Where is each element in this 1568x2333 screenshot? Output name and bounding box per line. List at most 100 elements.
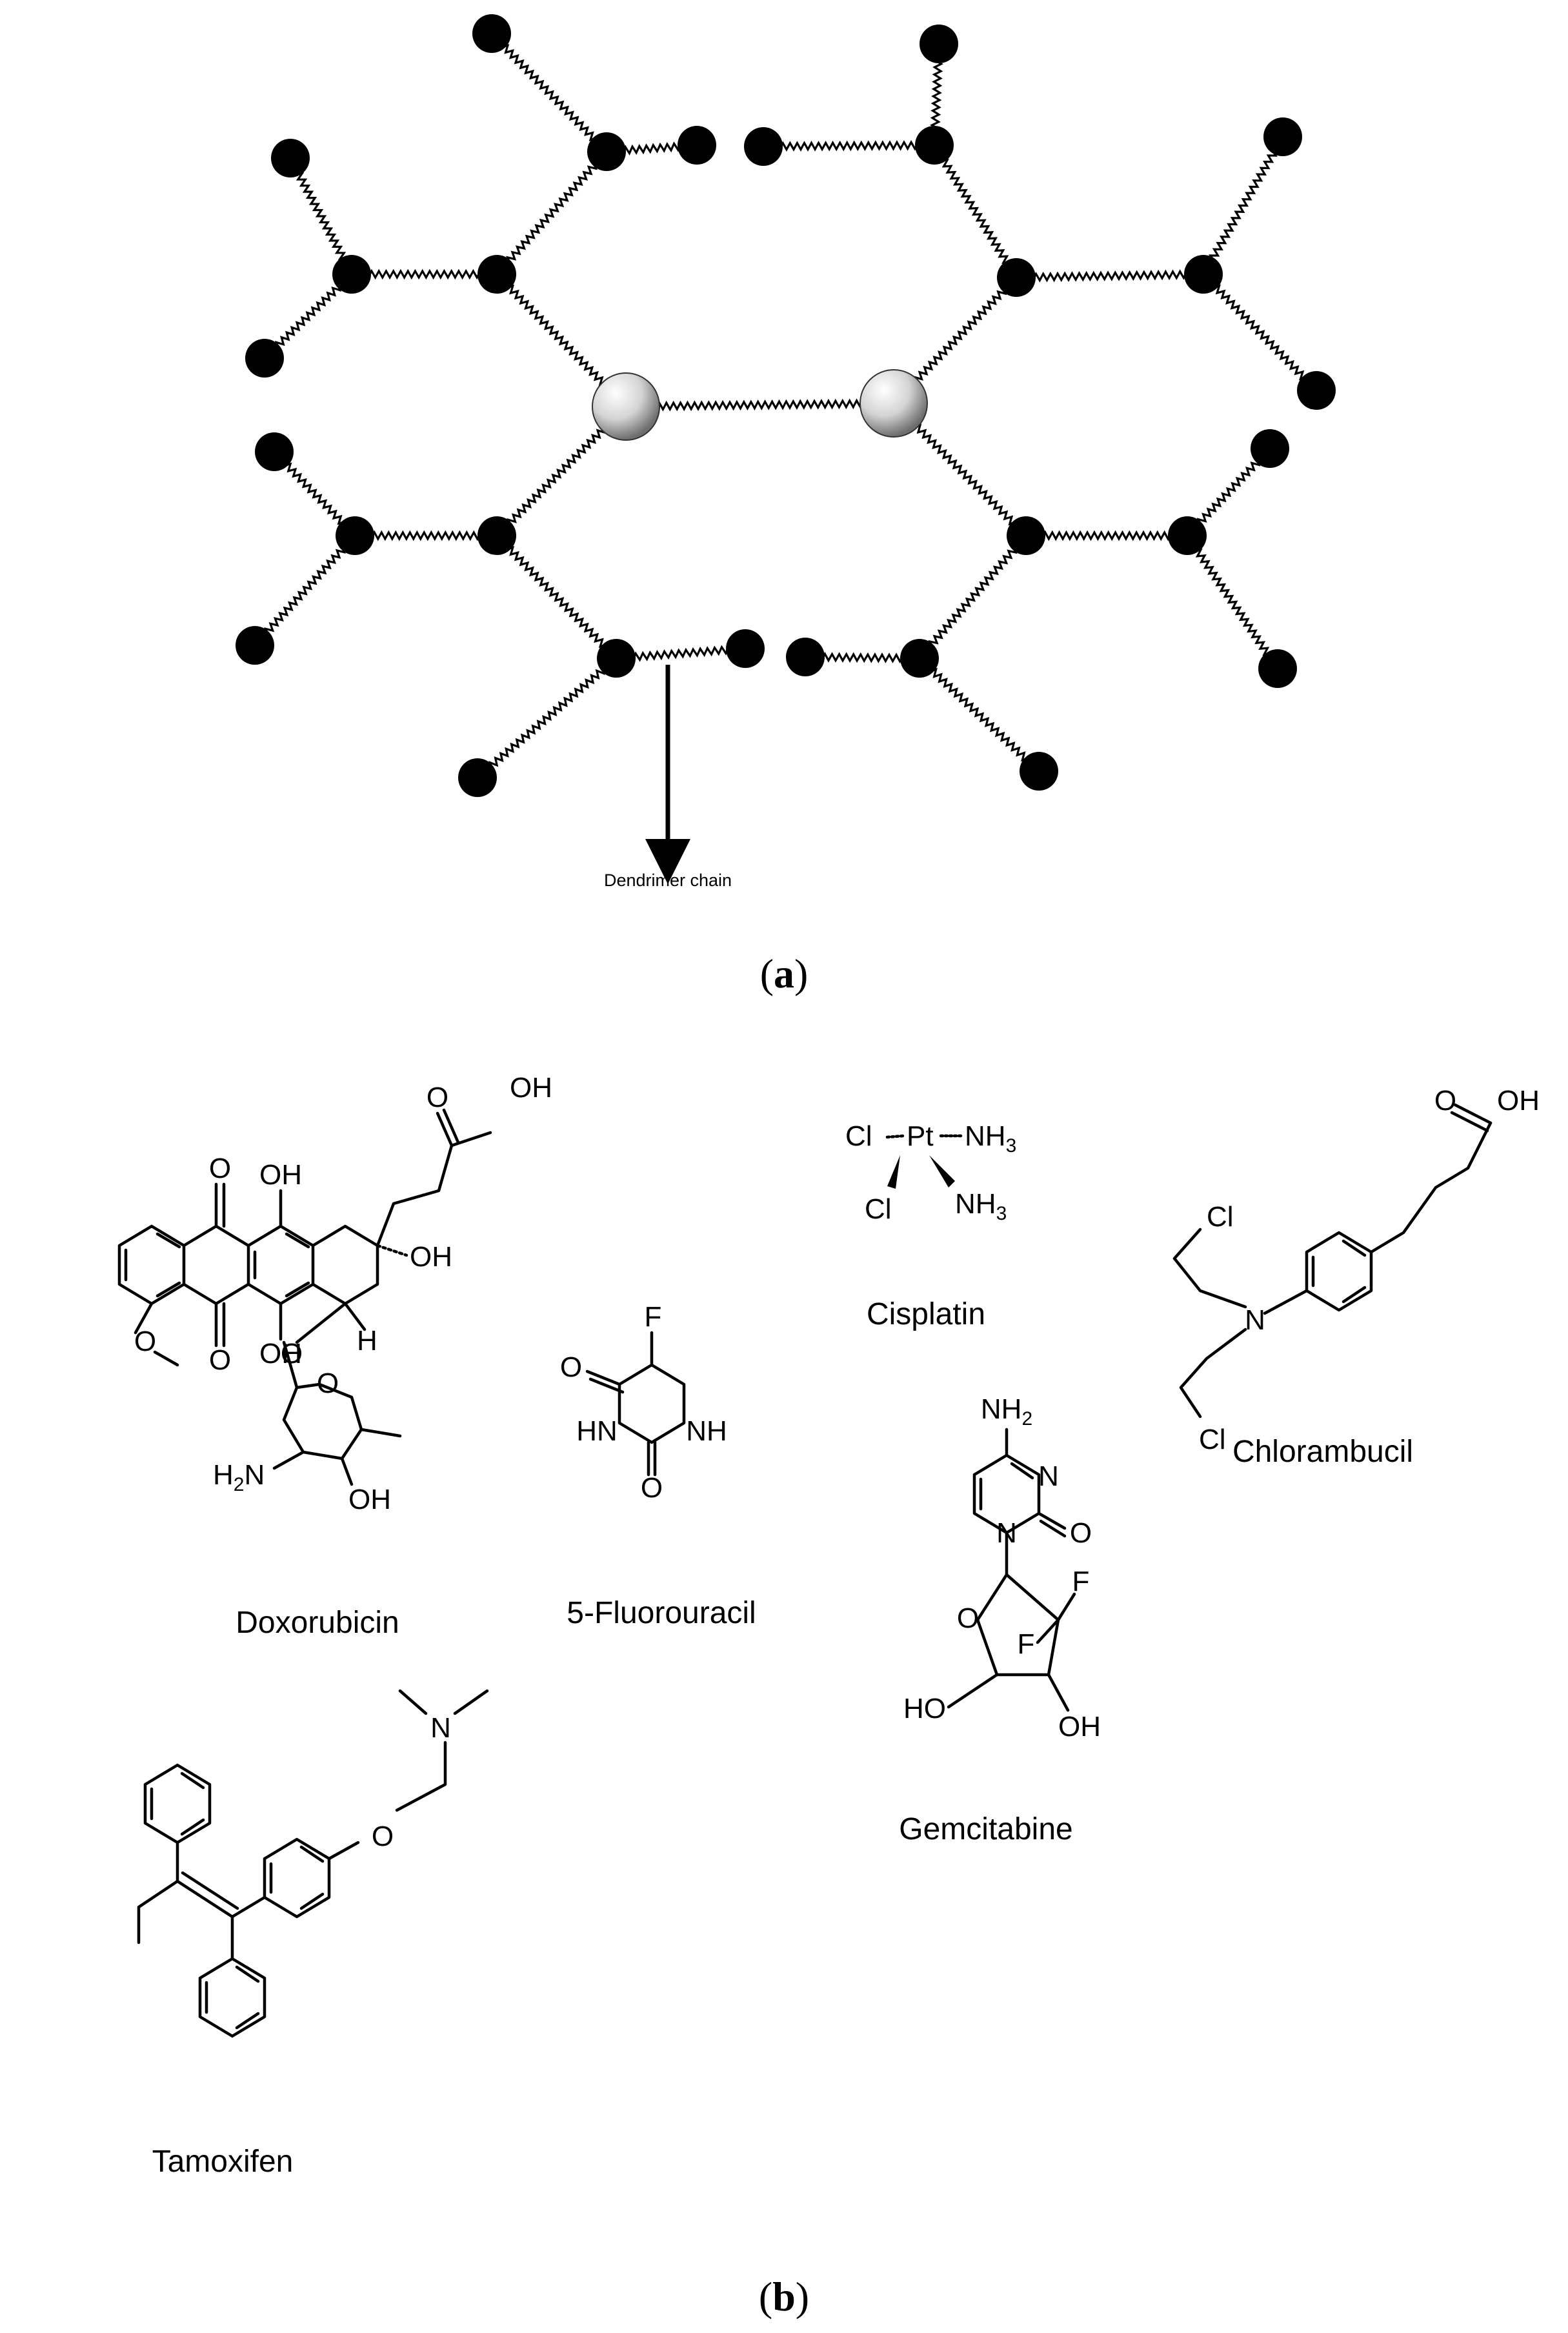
dendrimer-branch-bond — [1201, 136, 1285, 276]
dendrimer-branch-bond — [264, 271, 352, 361]
tamoxifen-phenyl-bottom — [198, 1957, 266, 2038]
dendrimer-branch-bond — [1015, 268, 1205, 283]
doxorubicin-atom-o: O — [281, 1338, 303, 1369]
doxorubicin-label: Doxorubicin — [236, 1606, 399, 1640]
dendrimer-diagram: Dendrimer chain (a) — [236, 14, 1336, 996]
fluorouracil-ring — [618, 1363, 686, 1444]
gemcitabine-atom-f: F — [1018, 1628, 1035, 1660]
cisplatin-atom-nh3: NH3 — [965, 1120, 1016, 1156]
dendrimer-terminal-group — [786, 638, 825, 676]
dendrimer-branch-node — [900, 639, 939, 678]
dendrimer-terminal-group — [236, 626, 274, 665]
tamoxifen-atom-o: O — [372, 1821, 394, 1852]
chlorambucil-atom-oh: OH — [1497, 1085, 1540, 1116]
cisplatin-structure: Cl Pt NH3 Cl NH3 Cisplatin — [845, 1120, 1016, 1331]
dendrimer-terminal-group — [245, 339, 284, 378]
tamoxifen-phenyl-top — [143, 1763, 212, 1844]
chlorambucil-benzene-ring — [1305, 1231, 1373, 1312]
doxorubicin-ring-a — [117, 1224, 186, 1306]
dendrimer-branch-node — [477, 255, 516, 294]
doxorubicin-structure: O OH O O OH OH OH O O H O H2N OH Doxorub… — [117, 1072, 552, 1640]
dendrimer-terminal-group — [1020, 752, 1058, 791]
dendrimer-terminal-group — [1251, 429, 1289, 468]
gemcitabine-atom-o: O — [1070, 1517, 1092, 1549]
chlorambucil-label: Chlorambucil — [1232, 1435, 1413, 1469]
doxorubicin-atom-oh: OH — [348, 1484, 391, 1515]
dendrimer-terminal-group — [744, 127, 783, 166]
dendrimer-branch-bond — [271, 451, 358, 536]
dendrimer-branch-bond — [1187, 446, 1271, 538]
cisplatin-label: Cisplatin — [867, 1297, 985, 1331]
cisplatin-atom-nh3: NH3 — [955, 1188, 1007, 1224]
dendrimer-branch-node — [997, 258, 1036, 297]
gemcitabine-atom-n: N — [1038, 1460, 1059, 1492]
fluorouracil-atom-o: O — [560, 1351, 582, 1383]
tamoxifen-label: Tamoxifen — [152, 2145, 294, 2179]
panel-a-label: (a) — [760, 951, 809, 996]
dendrimer-branch-node — [477, 516, 516, 555]
gemcitabine-sugar-ring — [976, 1573, 1060, 1677]
dendrimer-branch-bond — [625, 398, 895, 412]
doxorubicin-ring-c — [246, 1224, 315, 1306]
doxorubicin-atom-oh: OH — [259, 1159, 302, 1191]
chlorambucil-atom-n: N — [1245, 1304, 1265, 1336]
cisplatin-atom-cl: Cl — [865, 1193, 892, 1225]
chlorambucil-atom-o: O — [1434, 1085, 1456, 1116]
dendrimer-terminal-group — [1297, 371, 1336, 410]
doxorubicin-ring-d — [311, 1224, 379, 1306]
dendrimer-branch-bond — [1025, 530, 1189, 541]
dendrimer-branch-bond — [286, 157, 356, 275]
dendrimer-branch-node — [1007, 516, 1045, 555]
tamoxifen-atom-n: N — [430, 1712, 451, 1744]
doxorubicin-sugar-ring — [282, 1382, 363, 1460]
dendrimer-branch-bond — [354, 530, 498, 541]
dendrimer-terminal-group — [1258, 649, 1297, 688]
dendrimer-terminal-group — [255, 432, 294, 471]
dendrimer-branch-bond — [350, 268, 498, 280]
fluorouracil-label: 5-Fluorouracil — [567, 1596, 756, 1630]
doxorubicin-atom-oh: OH — [410, 1241, 452, 1273]
dendrimer-branch-bond — [496, 149, 607, 277]
dendrimer-terminal-group — [472, 14, 511, 53]
dendrimer-terminal-group — [271, 139, 310, 177]
chlorambucil-structure: O OH Cl N Cl Chlorambucil — [1172, 1085, 1540, 1469]
dendrimer-branch-bond — [762, 139, 936, 152]
dendrimer-branch-bond — [254, 533, 356, 648]
doxorubicin-atom-o: O — [209, 1153, 231, 1184]
dendrimer-terminal-group — [1263, 117, 1302, 156]
dendrimer-chain-label: Dendrimer chain — [604, 871, 732, 890]
cisplatin-atom-pt: Pt — [907, 1120, 934, 1152]
gemcitabine-atom-nh2: NH2 — [981, 1393, 1032, 1429]
doxorubicin-atom-h2n: H2N — [213, 1459, 265, 1495]
gemcitabine-atom-o: O — [957, 1602, 979, 1634]
dendrimer-branch-node — [332, 255, 371, 294]
dendrimer-terminal-group — [458, 758, 497, 797]
gemcitabine-structure: NH2 N N O O F F HO OH Gemcitabine — [899, 1393, 1101, 1846]
drug-structures: O OH O O OH OH OH O O H O H2N OH Doxorub… — [117, 1072, 1540, 2319]
chlorambucil-atom-cl: Cl — [1199, 1424, 1226, 1455]
tamoxifen-phenyl-ether — [263, 1837, 331, 1919]
dendrimer-terminal-group — [920, 25, 958, 63]
panel-b-label: (b) — [759, 2274, 809, 2319]
gemcitabine-atom-oh: OH — [1058, 1711, 1101, 1742]
doxorubicin-atom-oh: OH — [510, 1072, 552, 1104]
doxorubicin-atom-h: H — [357, 1325, 377, 1357]
fluorouracil-structure: F O HN NH O 5-Fluorouracil — [560, 1301, 756, 1630]
dendrimer-branch-bond — [919, 533, 1027, 661]
dendrimer-branch-node — [915, 126, 954, 165]
gemcitabine-atom-n: N — [996, 1517, 1017, 1549]
dendrimer-branch-bond — [489, 33, 609, 152]
dendrimer-branch-bond — [1200, 274, 1320, 391]
chlorambucil-atom-cl: Cl — [1207, 1201, 1234, 1233]
dendrimer-branch-bond — [494, 535, 619, 659]
dendrimer-branch-node — [336, 516, 374, 555]
tamoxifen-structure: O N Tamoxifen — [137, 1689, 489, 2179]
fluorouracil-atom-hn: HN — [576, 1415, 618, 1447]
dendrimer-branches — [254, 33, 1320, 781]
dendrimer-terminal-group — [726, 629, 765, 668]
dendrimer-branch-bond — [477, 655, 617, 781]
doxorubicin-ring-b — [182, 1224, 250, 1306]
fluorouracil-atom-o: O — [641, 1472, 663, 1504]
doxorubicin-atom-o: O — [317, 1368, 339, 1399]
doxorubicin-atom-o: O — [134, 1326, 156, 1357]
